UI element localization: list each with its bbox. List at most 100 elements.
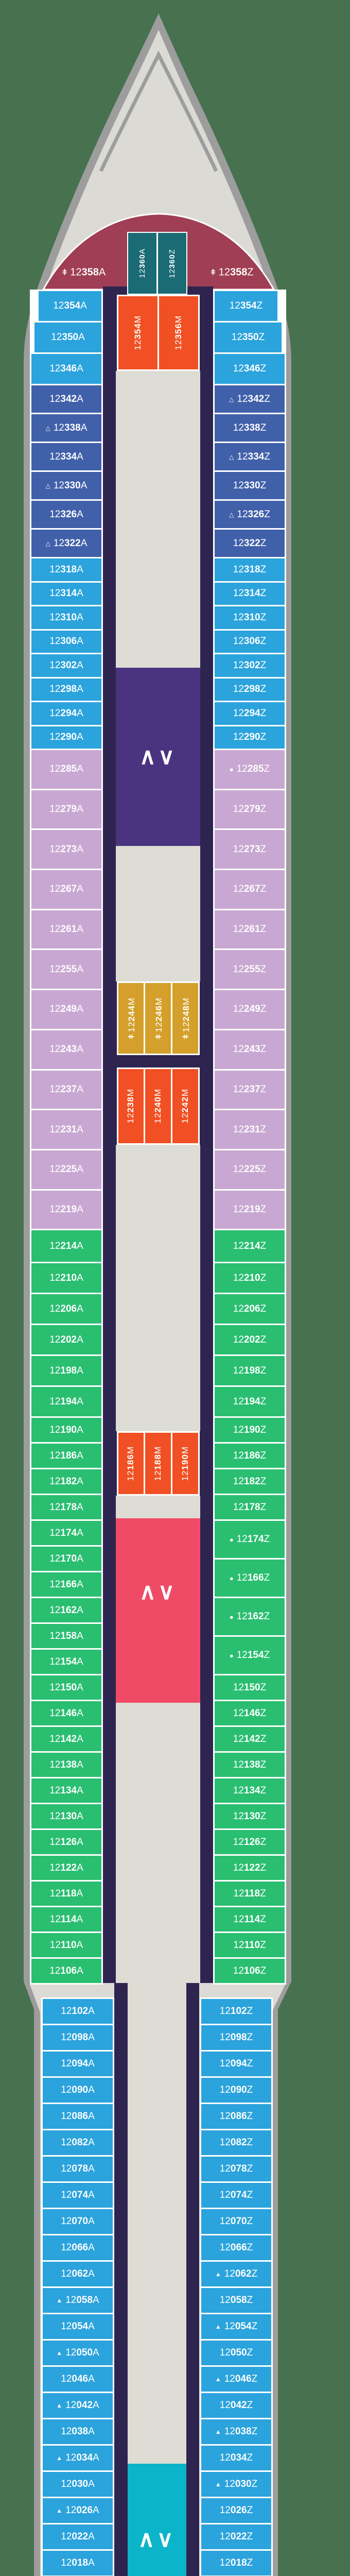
cabin-12219Z[interactable]: 12219Z: [215, 1190, 285, 1229]
cabin-12334Z[interactable]: △12334Z: [215, 443, 285, 470]
cabin-12302A[interactable]: 12302A: [31, 654, 101, 677]
cabin-12306Z[interactable]: 12306Z: [215, 630, 285, 653]
cabin-12090A[interactable]: 12090A: [43, 2078, 113, 2103]
cabin-12290A[interactable]: 12290A: [31, 726, 101, 749]
cabin-12134A[interactable]: 12134A: [31, 1778, 101, 1803]
cabin-12231Z[interactable]: 12231Z: [215, 1110, 285, 1149]
cabin-12018Z[interactable]: 12018Z: [201, 2551, 271, 2575]
elevator-block[interactable]: ∧∨: [127, 2464, 186, 2576]
cabin-12182A[interactable]: 12182A: [31, 1469, 101, 1494]
cabin-12322A[interactable]: △12322A: [31, 530, 101, 557]
elevator-block[interactable]: ∧∨: [116, 1518, 200, 1703]
cabin-12298A[interactable]: 12298A: [31, 678, 101, 701]
cabin-12134Z[interactable]: 12134Z: [215, 1778, 285, 1803]
cabin-12326Z[interactable]: △12326Z: [215, 501, 285, 528]
cabin-12240M[interactable]: 12240M: [145, 1069, 171, 1143]
cabin-12146Z[interactable]: 12146Z: [215, 1701, 285, 1726]
cabin-12110Z[interactable]: 12110Z: [215, 1933, 285, 1958]
cabin-12094Z[interactable]: 12094Z: [201, 2052, 271, 2076]
cabin-12188M[interactable]: 12188M: [145, 1433, 171, 1494]
cabin-12318Z[interactable]: 12318Z: [215, 558, 285, 581]
cabin-12354M[interactable]: 12354M: [118, 296, 157, 369]
cabin-12174A[interactable]: 12174A: [31, 1521, 101, 1546]
cabin-12062Z[interactable]: ▲12062Z: [201, 2262, 271, 2286]
cabin-12267A[interactable]: 12267A: [31, 870, 101, 909]
cabin-12346A[interactable]: 12346A: [31, 354, 101, 384]
cabin-12102Z[interactable]: 12102Z: [201, 1999, 271, 2024]
cabin-12334A[interactable]: 12334A: [31, 443, 101, 470]
cabin-12238M[interactable]: 12238M: [118, 1069, 144, 1143]
cabin-12186Z[interactable]: 12186Z: [215, 1444, 285, 1468]
cabin-12202A[interactable]: 12202A: [31, 1325, 101, 1355]
cabin-12114Z[interactable]: 12114Z: [215, 1907, 285, 1932]
cabin-12243Z[interactable]: 12243Z: [215, 1030, 285, 1069]
cabin-12310Z[interactable]: 12310Z: [215, 606, 285, 629]
cabin-12178A[interactable]: 12178A: [31, 1495, 101, 1520]
cabin-12249Z[interactable]: 12249Z: [215, 990, 285, 1029]
cabin-12146A[interactable]: 12146A: [31, 1701, 101, 1726]
cabin-12162A[interactable]: 12162A: [31, 1598, 101, 1623]
cabin-12279A[interactable]: 12279A: [31, 790, 101, 829]
cabin-12090Z[interactable]: 12090Z: [201, 2078, 271, 2103]
cabin-12070Z[interactable]: 12070Z: [201, 2209, 271, 2234]
cabin-12244M[interactable]: ǂ12244M: [118, 983, 144, 1054]
cabin-12054A[interactable]: 12054A: [43, 2314, 113, 2339]
cabin-12314A[interactable]: 12314A: [31, 582, 101, 605]
cabin-12210A[interactable]: 12210A: [31, 1263, 101, 1293]
cabin-12182Z[interactable]: 12182Z: [215, 1469, 285, 1494]
cabin-12318A[interactable]: 12318A: [31, 558, 101, 581]
cabin-12285Z[interactable]: ●12285Z: [215, 750, 285, 789]
cabin-12248M[interactable]: ǂ12248M: [172, 983, 198, 1054]
cabin-12243A[interactable]: 12243A: [31, 1030, 101, 1069]
cabin-12294A[interactable]: 12294A: [31, 702, 101, 725]
cabin-12142Z[interactable]: 12142Z: [215, 1727, 285, 1752]
cabin-12046A[interactable]: 12046A: [43, 2367, 113, 2392]
cabin-12310A[interactable]: 12310A: [31, 606, 101, 629]
cabin-12360A[interactable]: 12360A: [128, 233, 156, 294]
cabin-12038A[interactable]: 12038A: [43, 2419, 113, 2444]
cabin-12066A[interactable]: 12066A: [43, 2235, 113, 2260]
cabin-12194A[interactable]: 12194A: [31, 1387, 101, 1417]
cabin-12098Z[interactable]: 12098Z: [201, 2025, 271, 2050]
cabin-12038Z[interactable]: ▲12038Z: [201, 2419, 271, 2444]
cabin-12190A[interactable]: 12190A: [31, 1418, 101, 1443]
cabin-12106Z[interactable]: 12106Z: [215, 1959, 285, 1984]
cabin-12294Z[interactable]: 12294Z: [215, 702, 285, 725]
cabin-12158A[interactable]: 12158A: [31, 1624, 101, 1649]
cabin-12058Z[interactable]: 12058Z: [201, 2288, 271, 2313]
cabin-12026A[interactable]: ▲12026A: [43, 2498, 113, 2523]
cabin-12255A[interactable]: 12255A: [31, 950, 101, 989]
cabin-12360Z[interactable]: 12360Z: [158, 233, 186, 294]
cabin-12342Z[interactable]: △12342Z: [215, 385, 285, 413]
cabin-12078A[interactable]: 12078A: [43, 2157, 113, 2181]
cabin-12219A[interactable]: 12219A: [31, 1190, 101, 1229]
cabin-12330Z[interactable]: 12330Z: [215, 472, 285, 499]
cabin-12346Z[interactable]: 12346Z: [215, 354, 285, 384]
cabin-12166Z[interactable]: ●12166Z: [215, 1560, 285, 1597]
cabin-12022A[interactable]: 12022A: [43, 2524, 113, 2549]
cabin-12082A[interactable]: 12082A: [43, 2130, 113, 2155]
cabin-12261Z[interactable]: 12261Z: [215, 910, 285, 949]
cabin-12074Z[interactable]: 12074Z: [201, 2183, 271, 2208]
cabin-12162Z[interactable]: ●12162Z: [215, 1598, 285, 1636]
cabin-12342A[interactable]: 12342A: [31, 385, 101, 413]
cabin-12050A[interactable]: ▲12050A: [43, 2341, 113, 2365]
cabin-12110A[interactable]: 12110A: [31, 1933, 101, 1958]
cabin-12154A[interactable]: 12154A: [31, 1650, 101, 1674]
cabin-12122Z[interactable]: 12122Z: [215, 1856, 285, 1880]
cabin-12202Z[interactable]: 12202Z: [215, 1325, 285, 1355]
cabin-12142A[interactable]: 12142A: [31, 1727, 101, 1752]
cabin-12350A[interactable]: 12350A: [34, 323, 101, 352]
cabin-12306A[interactable]: 12306A: [31, 630, 101, 653]
cabin-12290Z[interactable]: 12290Z: [215, 726, 285, 749]
cabin-12350Z[interactable]: 12350Z: [215, 323, 282, 352]
cabin-12206A[interactable]: 12206A: [31, 1294, 101, 1324]
cabin-12186M[interactable]: 12186M: [118, 1433, 144, 1494]
cabin-12214Z[interactable]: 12214Z: [215, 1230, 285, 1262]
cabin-12070A[interactable]: 12070A: [43, 2209, 113, 2234]
cabin-12198A[interactable]: 12198A: [31, 1356, 101, 1386]
cabin-12154Z[interactable]: ●12154Z: [215, 1637, 285, 1674]
cabin-12122A[interactable]: 12122A: [31, 1856, 101, 1880]
cabin-12138A[interactable]: 12138A: [31, 1753, 101, 1777]
